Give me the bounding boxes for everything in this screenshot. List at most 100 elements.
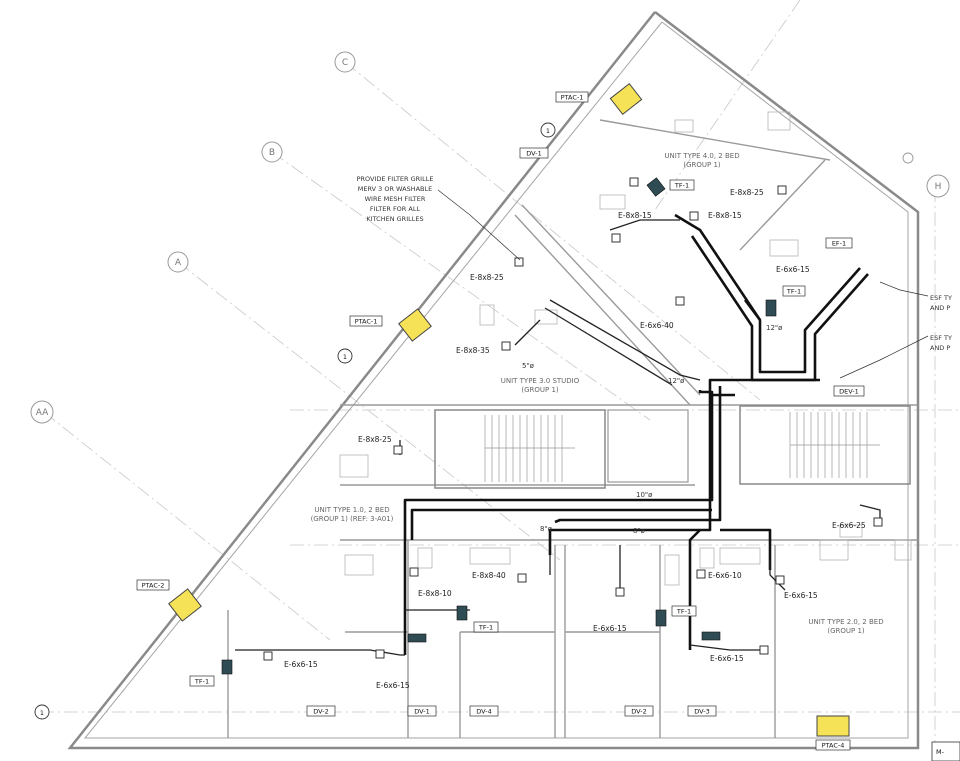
- tag-dv-1-a: DV-1: [519, 147, 549, 159]
- filter-grille-note: PROVIDE FILTER GRILLE MERV 3 OR WASHABLE…: [357, 175, 521, 261]
- grille-label: E-8x8-10: [418, 589, 452, 598]
- marker-4: [902, 152, 914, 164]
- marker-1: 1: [540, 122, 556, 138]
- grille-label: E-8x8-25: [358, 435, 392, 444]
- grid-bubble-c: C: [334, 51, 356, 73]
- svg-text:PROVIDE FILTER GRILLE: PROVIDE FILTER GRILLE: [357, 175, 434, 183]
- svg-text:DV-3: DV-3: [694, 708, 709, 716]
- tag-ptac-1-top: PTAC-1: [555, 91, 589, 103]
- grille-label: E-6x6-40: [640, 321, 674, 330]
- tag-dv-3: DV-3: [687, 705, 717, 717]
- grille-label: E-6x6-15: [710, 654, 744, 663]
- svg-text:PTAC-4: PTAC-4: [822, 742, 845, 750]
- tag-dv-2-a: DV-2: [306, 705, 336, 717]
- duct-size: 12"ø: [766, 324, 783, 332]
- grid-bubble-aa: AA: [30, 400, 54, 424]
- duct-branches: [235, 219, 881, 656]
- svg-text:FILTER FOR ALL: FILTER FOR ALL: [370, 205, 421, 213]
- svg-text:M-: M-: [936, 748, 945, 756]
- grille-label: E-8x8-15: [618, 211, 652, 220]
- ductwork: [403, 213, 869, 655]
- svg-text:1: 1: [40, 709, 44, 717]
- svg-text:AND P: AND P: [930, 304, 950, 312]
- sheet-stamp: M-: [931, 741, 960, 761]
- grid-bubble-h: H: [926, 174, 950, 198]
- grille-label: E-8x8-35: [456, 346, 490, 355]
- duct-size: 8"ø: [540, 525, 553, 533]
- svg-text:WIRE MESH FILTER: WIRE MESH FILTER: [365, 195, 426, 203]
- grille-label: E-8x8-15: [708, 211, 742, 220]
- interior-walls: [227, 119, 918, 738]
- svg-text:PTAC-2: PTAC-2: [142, 582, 165, 590]
- marker-2: 1: [337, 348, 353, 364]
- svg-text:TF-1: TF-1: [674, 182, 689, 190]
- elevator: [607, 409, 689, 483]
- svg-text:H: H: [935, 182, 942, 192]
- fixtures: [339, 111, 912, 586]
- svg-text:PTAC-1: PTAC-1: [561, 94, 584, 102]
- highlight-3: [168, 588, 202, 622]
- room-labels: UNIT TYPE 3.0 STUDIO (GROUP 1) UNIT TYPE…: [311, 152, 884, 635]
- exterior-walls: [67, 11, 920, 750]
- tag-tf-1-d: TF-1: [671, 605, 697, 617]
- room-label: UNIT TYPE 2.0, 2 BED: [808, 618, 883, 626]
- grille-label: E-6x6-15: [784, 591, 818, 600]
- grid-lines: [40, 0, 960, 761]
- svg-text:TF-1: TF-1: [478, 624, 493, 632]
- svg-text:KITCHEN GRILLES: KITCHEN GRILLES: [366, 215, 423, 223]
- duct-size-labels: 12"ø 12"ø 10"ø 8"ø 8"ø 5"ø: [522, 324, 783, 535]
- svg-text:AND P: AND P: [930, 344, 950, 352]
- svg-text:DV-2: DV-2: [313, 708, 328, 716]
- tag-tf-1-c: TF-1: [473, 621, 499, 633]
- svg-text:DV-4: DV-4: [476, 708, 491, 716]
- room-label: UNIT TYPE 3.0 STUDIO: [501, 377, 580, 385]
- tag-tf-1-b: TF-1: [782, 285, 806, 297]
- highlight-1: [609, 83, 643, 115]
- svg-text:ESF TY: ESF TY: [930, 294, 952, 302]
- tag-tf-1-a: TF-1: [669, 179, 695, 191]
- marker-3: 1: [34, 704, 50, 720]
- room-label: UNIT TYPE 1.0, 2 BED: [314, 506, 389, 514]
- equipment-units: [221, 177, 777, 675]
- tag-ef-1: EF-1: [825, 237, 853, 249]
- room-label: UNIT TYPE 4.0, 2 BED: [664, 152, 739, 160]
- grille-symbols: [263, 177, 883, 661]
- stair-left: [434, 409, 606, 489]
- tag-dev-1: DEV-1: [833, 385, 865, 397]
- tag-ptac-2: PTAC-2: [136, 579, 170, 591]
- svg-text:TF-1: TF-1: [194, 678, 209, 686]
- grille-label: E-6x6-15: [593, 624, 627, 633]
- svg-text:EF-1: EF-1: [832, 240, 846, 248]
- svg-text:TF-1: TF-1: [786, 288, 801, 296]
- svg-text:1: 1: [343, 353, 347, 361]
- tag-tf-1-e: TF-1: [189, 675, 215, 687]
- tag-dv-1-b: DV-1: [407, 705, 437, 717]
- grille-label: E-8x8-25: [730, 188, 764, 197]
- grille-label: E-6x6-15: [776, 265, 810, 274]
- duct-size: 12"ø: [668, 377, 685, 385]
- svg-text:DV-1: DV-1: [414, 708, 429, 716]
- grille-label: E-8x8-25: [470, 273, 504, 282]
- grille-label: E-6x6-25: [832, 521, 866, 530]
- duct-size: 10"ø: [636, 491, 653, 499]
- svg-text:PTAC-1: PTAC-1: [355, 318, 378, 326]
- svg-text:MERV 3 OR WASHABLE: MERV 3 OR WASHABLE: [358, 185, 432, 193]
- highlight-2: [398, 308, 432, 342]
- room-label: (GROUP 1): [683, 161, 721, 169]
- grid-bubble-b: B: [261, 141, 283, 163]
- svg-text:1: 1: [546, 127, 550, 135]
- grille-label: E-8x8-40: [472, 571, 506, 580]
- tag-ptac-4: PTAC-4: [815, 739, 851, 751]
- grid-bubble-a: A: [167, 251, 189, 273]
- grille-label: E-6x6-15: [284, 660, 318, 669]
- highlight-4: [816, 715, 850, 737]
- room-label: (GROUP 1) (REF: 3-A01): [311, 515, 394, 523]
- svg-text:B: B: [269, 148, 275, 158]
- tag-dv-2-b: DV-2: [624, 705, 654, 717]
- svg-text:TF-1: TF-1: [676, 608, 691, 616]
- grille-labels: E-8x8-25 E-8x8-15 E-8x8-15 E-6x6-15 E-8x…: [284, 188, 866, 690]
- room-label: (GROUP 1): [827, 627, 865, 635]
- tag-dv-4: DV-4: [469, 705, 499, 717]
- duct-size: 8"ø: [633, 527, 646, 535]
